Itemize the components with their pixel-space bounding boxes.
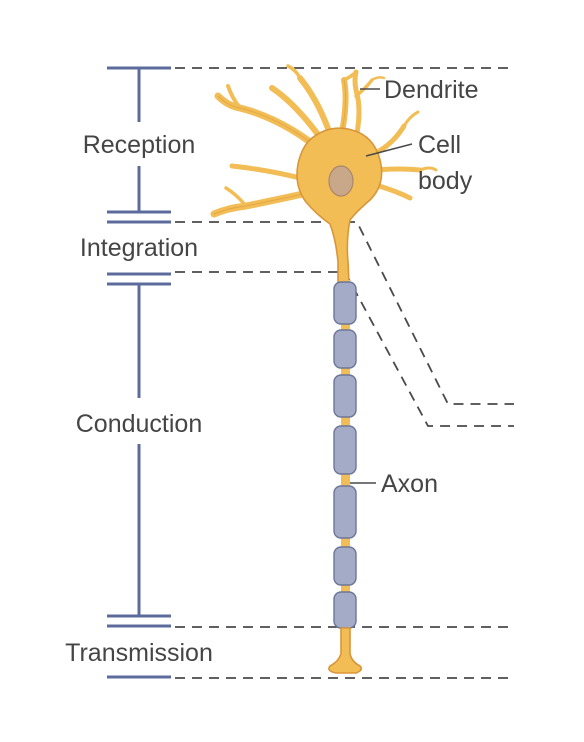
part-label-cell: Cell (418, 131, 461, 159)
myelin-sheath (333, 281, 357, 629)
myelin-segment (333, 281, 357, 325)
myelin-segment (333, 485, 357, 539)
neuron (210, 64, 438, 674)
dashed-guides (175, 67, 514, 679)
stage-label-conduction: Conduction (76, 410, 202, 438)
dash-integration-top (175, 221, 514, 405)
cell-body (296, 127, 383, 285)
part-label-axon: Axon (381, 470, 438, 498)
dendrites-outline (213, 79, 347, 215)
stage-label-integration: Integration (80, 234, 198, 262)
myelin-segment (333, 591, 357, 629)
myelin-segment (333, 374, 357, 418)
leader-lines (350, 88, 413, 484)
axon-terminal (328, 627, 363, 674)
stage-bracket (107, 66, 171, 679)
part-label-dendrite: Dendrite (384, 76, 479, 104)
part-label-body: body (418, 167, 473, 195)
myelin-segment (333, 425, 357, 475)
cell-body-leader (365, 143, 413, 157)
myelin-segment (333, 329, 357, 369)
dash-integration-bottom (175, 271, 514, 427)
stage-label-transmission: Transmission (65, 639, 213, 667)
stage-label-reception: Reception (83, 131, 196, 159)
myelin-segment (333, 546, 357, 586)
nucleus (328, 165, 354, 197)
